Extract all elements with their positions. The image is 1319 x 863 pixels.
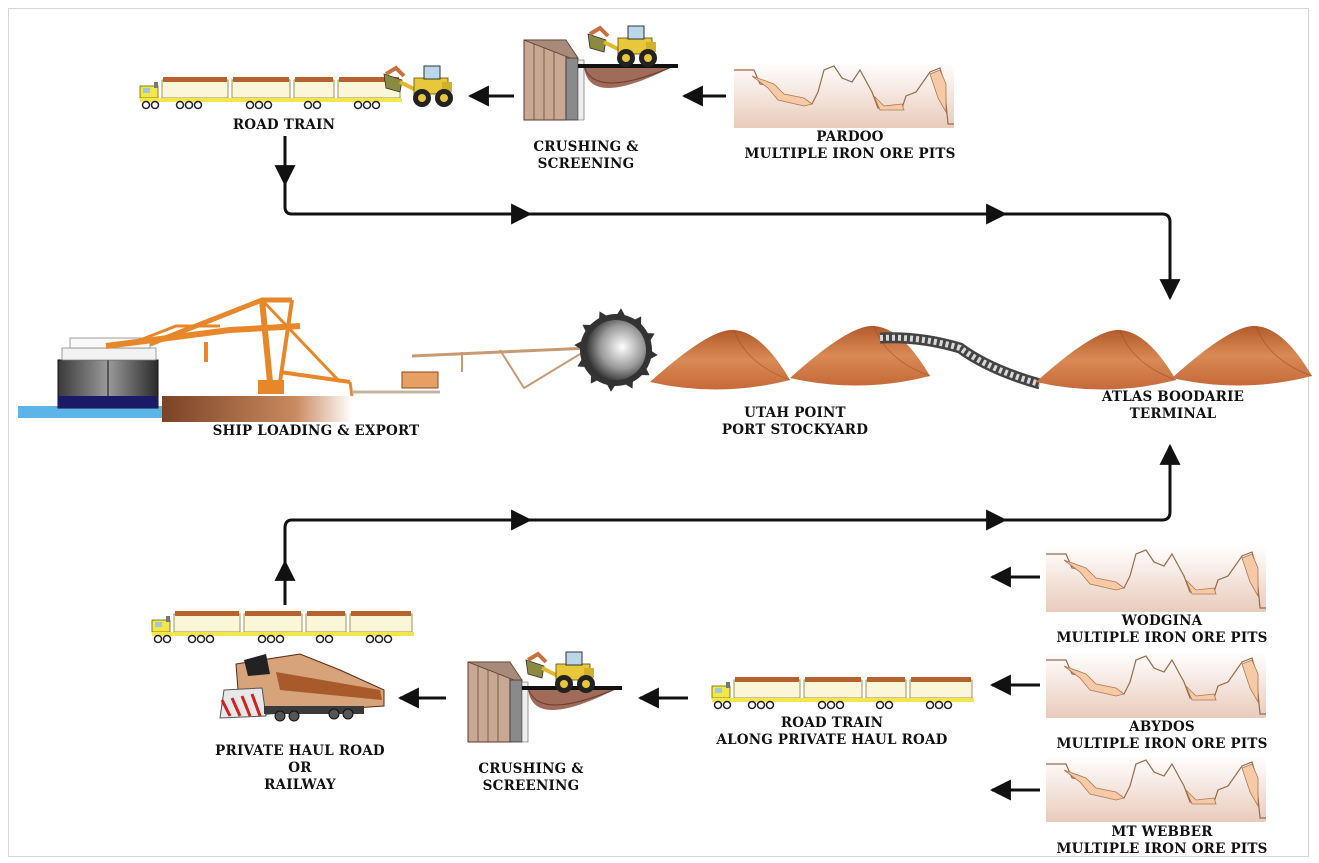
reclaimer-tooth xyxy=(582,324,593,333)
ship-loading-label: SHIP LOADING & EXPORT xyxy=(212,423,420,439)
flow-arrows xyxy=(274,85,1181,801)
road-train-top-label: ROAD TRAIN xyxy=(232,117,336,133)
reclaimer-tooth xyxy=(605,382,616,392)
road-train-icon xyxy=(139,76,403,110)
road-train-icon xyxy=(711,676,975,710)
reclaimer-tooth xyxy=(623,379,633,389)
conveyor-icon xyxy=(879,332,1042,390)
reclaimer-tooth xyxy=(648,350,658,361)
bulk-ship-icon xyxy=(18,337,164,418)
open-pit-icon xyxy=(1045,651,1267,719)
reclaimer-tooth xyxy=(645,333,655,343)
reclaimer-tooth xyxy=(590,373,599,384)
reclaimer-tooth xyxy=(639,367,650,376)
crusher-plant-icon xyxy=(467,661,623,743)
ship-loader-icon xyxy=(105,297,354,422)
road-train-icon xyxy=(151,610,415,644)
bucket-wheel-reclaimer-icon xyxy=(574,308,658,392)
wheel-loader-icon xyxy=(586,24,659,69)
crushing-screening-bottom-label: CRUSHING &SCREENING xyxy=(478,761,584,794)
ore-stockpile-icon xyxy=(649,329,791,390)
reclaimer-tooth xyxy=(616,308,627,318)
reclaimer-tooth xyxy=(577,357,587,367)
crushing-screening-top-label: CRUSHING &SCREENING xyxy=(533,139,639,172)
ore-stockpile-icon xyxy=(1035,329,1177,390)
conveyor-icon xyxy=(352,346,591,394)
open-pit-icon xyxy=(733,61,955,129)
open-pit-icon xyxy=(1045,545,1267,613)
ore-stockpile-icon xyxy=(1171,325,1313,386)
locomotive-icon xyxy=(219,653,385,722)
reclaimer-tooth xyxy=(633,316,642,327)
reclaimer-tooth xyxy=(599,311,609,321)
open-pit-icon xyxy=(1045,755,1267,823)
reclaimer-tooth xyxy=(574,339,584,350)
diagram-frame xyxy=(8,8,1309,857)
